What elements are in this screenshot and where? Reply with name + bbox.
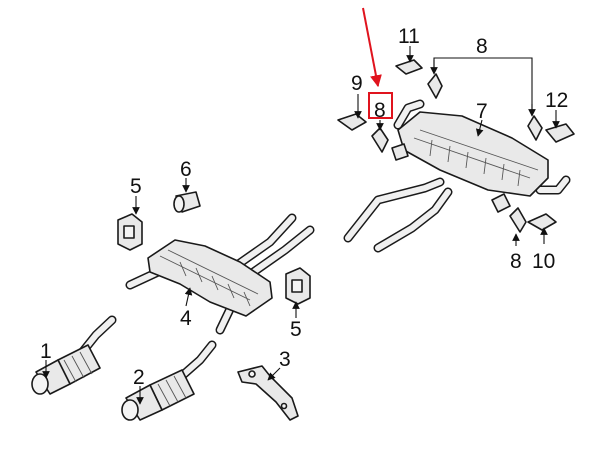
leader-lines — [42, 46, 560, 405]
part-8-insulator-highlighted — [371, 127, 389, 153]
callout-11: 11 — [398, 25, 420, 48]
part-5-hanger-upper — [117, 213, 143, 251]
callout-8-bottom: 8 — [510, 250, 522, 273]
part-8-insulator-top-left — [427, 73, 443, 99]
part-4-center-muffler — [125, 213, 315, 335]
callout-5-lower: 5 — [290, 318, 302, 341]
callout-labels: 1 2 3 4 5 5 6 7 8 8 8 9 10 11 12 — [40, 25, 568, 389]
callout-12: 12 — [545, 89, 568, 112]
mounting-flange — [391, 143, 511, 213]
part-5-hanger-lower — [285, 267, 311, 305]
highlight-box — [368, 92, 393, 119]
part-6-insulator — [173, 191, 201, 213]
part-8-insulator-bottom — [509, 207, 527, 233]
part-12-bracket — [545, 123, 575, 143]
highlight-marker — [362, 7, 393, 119]
part-3-bracket — [237, 365, 299, 421]
highlight-arrow-icon — [362, 7, 382, 88]
callout-1: 1 — [40, 340, 52, 363]
part-8-insulator-top-right — [527, 115, 543, 141]
part-10-bracket — [527, 213, 557, 231]
part-7-rear-muffler — [343, 99, 571, 253]
callout-5-upper: 5 — [130, 175, 142, 198]
callout-9: 9 — [351, 72, 363, 95]
callout-8-highlighted: 8 — [374, 99, 386, 122]
callout-7: 7 — [476, 100, 488, 123]
callout-6: 6 — [180, 158, 192, 181]
part-2-catalytic-converter — [121, 340, 217, 421]
part-1-catalytic-converter — [31, 315, 117, 395]
part-9-bracket — [337, 113, 367, 131]
part-11-bracket — [395, 59, 423, 75]
callout-2: 2 — [133, 366, 145, 389]
callout-10: 10 — [532, 250, 555, 273]
callout-3: 3 — [279, 348, 291, 371]
callout-8-top: 8 — [476, 35, 488, 58]
callout-4: 4 — [180, 307, 192, 330]
